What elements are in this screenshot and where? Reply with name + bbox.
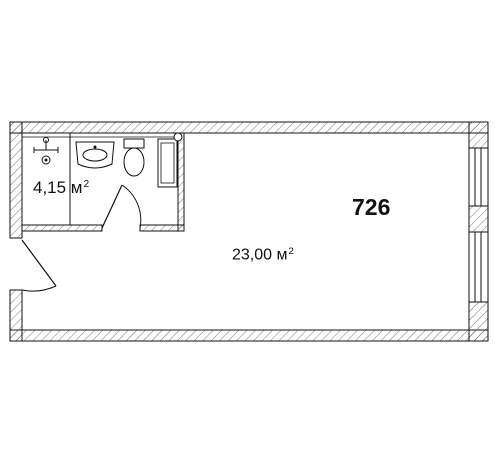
main-room-area-label: 23,00 м2 <box>232 246 294 264</box>
entrance-door <box>10 237 57 292</box>
main-room-area-value: 23,00 м <box>232 246 288 264</box>
main-room-area-exponent: 2 <box>288 246 294 257</box>
bathroom-area-exponent: 2 <box>83 179 90 191</box>
shower-icon <box>33 137 59 165</box>
bathroom-area-value: 4,15 м <box>33 178 83 197</box>
window-upper <box>468 147 489 207</box>
bathroom-door <box>101 184 142 229</box>
apartment-number: 726 <box>352 194 391 220</box>
bathroom-area-label: 4,15 м2 <box>33 178 89 198</box>
window-lower <box>468 231 489 303</box>
toilet-icon <box>123 138 145 177</box>
washer-icon <box>157 132 183 188</box>
sink-icon <box>75 141 115 169</box>
